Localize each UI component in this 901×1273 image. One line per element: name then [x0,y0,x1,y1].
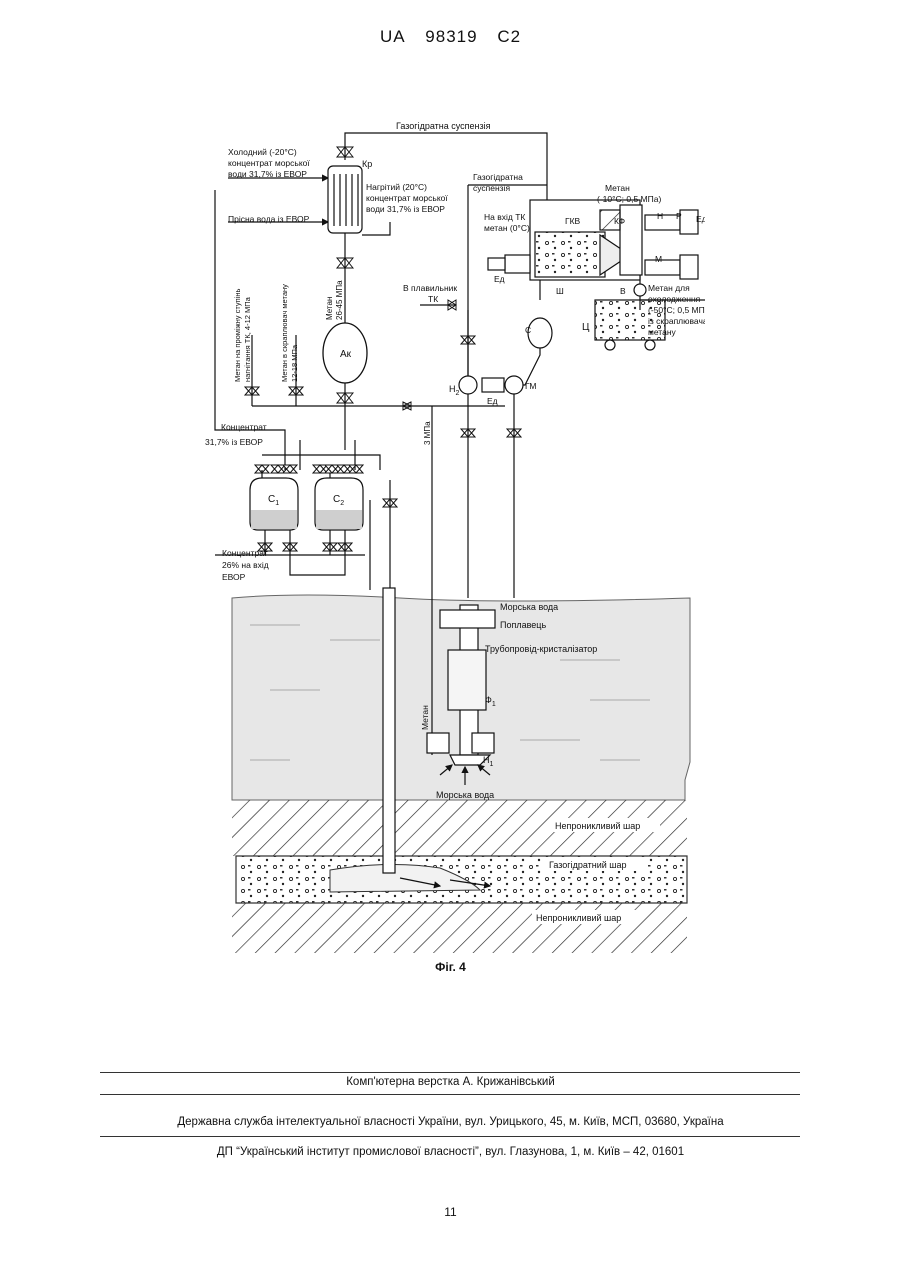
process-diagram: Газогідратна суспензія Холодний (-20°С) … [195,108,705,958]
label-warm-concentrate-1: Нагрітий (20°С) [366,182,427,192]
label-to-melter-1: В плавильник [403,283,457,293]
patent-header: UA 98319 C2 [0,27,901,47]
label-methane-liquefier-1: Метан в скраплювач метану [280,284,289,382]
label-concentrate-31-1: Концентрат [221,422,267,432]
label-ed-top: Ед [696,214,705,224]
footer-agency: Державна служба інтелектуальної власност… [0,1116,901,1128]
label-methane-26-45-1: Метан [325,297,334,320]
label-cooling-5: метану [648,327,677,337]
heat-exchanger [328,166,362,233]
patent-office: UA [380,27,406,46]
label-gas-hydrate-mid-1: Газогідратна [473,172,523,182]
label-concentrate-31-2: 31,7% із ЕВОР [205,437,263,447]
label-to-tk-2: метан (0°С) [484,223,530,233]
label-ts: Ц [582,322,590,333]
label-float: Поплавець [500,620,546,630]
label-methane-26-45-2: 26-45 МПа [335,280,344,320]
label-cooling-2: охолодження [648,294,701,304]
figure-caption: Фіг. 4 [0,960,901,974]
label-gas-hydrate-mid-2: суспензія [473,183,510,193]
label-m: М [655,254,662,264]
label-methane-liquefier-2: 12-18 МПа [290,344,299,382]
label-fresh-water: Прісна вода із ЕВОР [228,214,310,224]
divider [100,1072,800,1073]
divider [100,1136,800,1137]
patent-number: 98319 [425,27,477,46]
label-gm: ГМ [525,381,537,391]
separators [250,478,363,530]
label-methane-params-2: (-10°С; 0,5 МПа) [597,194,661,204]
label-cold-concentrate-1: Холодний (-20°С) [228,147,297,157]
label-concentrate-26-2: 26% на вхід [222,560,269,570]
label-methane-vertical: Метан [420,705,430,730]
label-kf: КФ [614,216,625,226]
label-concentrate-26-1: Концентрат [222,548,268,558]
label-methane-params-1: Метан [605,183,630,193]
label-ed-pump: Ед [487,396,498,406]
footer-institute: ДП “Український інститут промислової вла… [0,1146,901,1158]
label-concentrate-26-3: ЕВОР [222,572,246,582]
label-gas-hydrate-suspension-top: Газогідратна суспензія [396,121,491,131]
label-ed-left: Ед [494,274,505,284]
label-gkv: ГКВ [565,216,581,226]
divider [100,1094,800,1095]
label-impermeable-top: Непроникливий шар [555,821,640,831]
pumps [459,318,552,394]
label-cooling-1: Метан для [648,283,690,293]
label-cooling-4: із скраплювача [648,316,705,326]
label-impermeable-bottom: Непроникливий шар [536,913,621,923]
label-v: В [620,286,626,296]
label-cold-concentrate-2: концентрат морської [228,158,310,168]
label-pipeline-crystallizer: Трубопровід-кристалізатор [485,644,597,654]
label-s: С [525,325,531,335]
label-methane-stage-1: Метан на проміжну ступінь [233,288,242,382]
label-cold-concentrate-3: води 31,7% із ЕВОР [228,169,307,179]
patent-kind: C2 [497,27,521,46]
label-kr: Кр [362,159,372,169]
label-sea-water-bottom: Морська вода [436,790,494,800]
label-warm-concentrate-3: води 31,7% із ЕВОР [366,204,445,214]
label-n: Н [657,211,663,221]
label-warm-concentrate-2: концентрат морської [366,193,448,203]
label-methane-stage-2: нагнітання ТК, 4-12 МПа [243,296,252,382]
label-sh: Ш [556,286,564,296]
label-to-melter-2: ТК [428,294,438,304]
page-number: 11 [0,1205,901,1219]
label-ak: Ак [340,349,352,360]
label-n2: Н2 [449,384,460,397]
label-sea-water-top: Морська вода [500,602,558,612]
label-hydrate-layer: Газогідратний шар [549,860,627,870]
label-cooling-3: (-50°С; 0,5 МПа) [648,305,705,315]
footer-typesetting: Комп'ютерна верстка А. Крижанівський [0,1076,901,1088]
label-pressure-3: 3 МПа [423,421,432,445]
label-r: Р [676,211,682,221]
label-to-tk-1: На вхід ТК [484,212,525,222]
